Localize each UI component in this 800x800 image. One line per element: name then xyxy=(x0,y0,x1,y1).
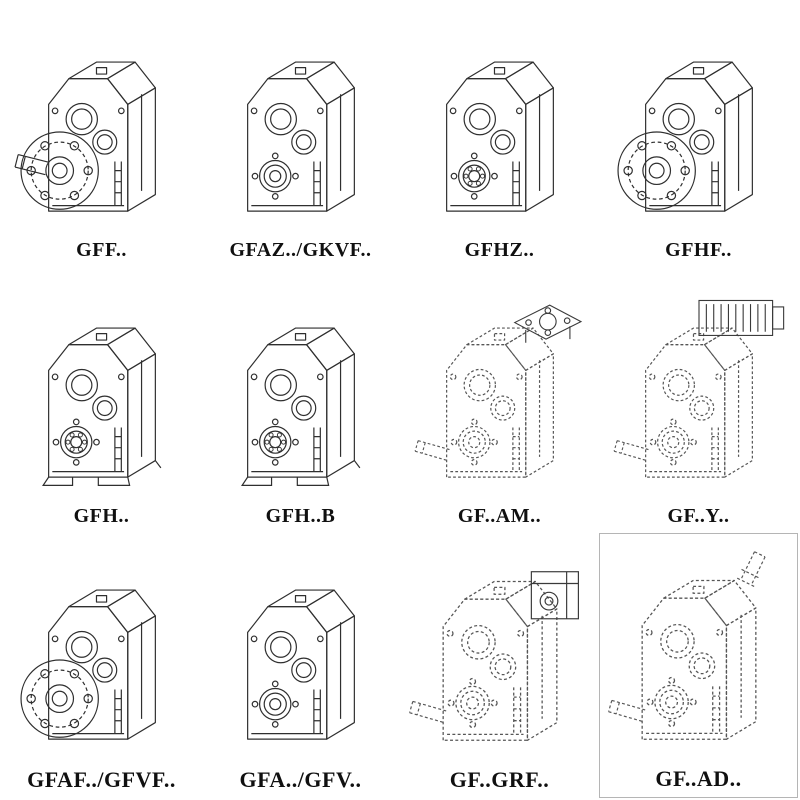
catalog-cell-gfhz: GFHZ.. xyxy=(400,2,599,267)
catalog-cell-gf-y: GF..Y.. xyxy=(599,267,798,532)
gearbox-drawing-hollow-shaft xyxy=(246,61,355,213)
catalog-cell-gff: GFF.. xyxy=(2,2,201,267)
gearbox-drawing-foot-mounted xyxy=(42,327,161,486)
catalog-cell-gf-grf: GF..GRF.. xyxy=(400,533,599,798)
catalog-cell-gfaf-gfvf: GFAF../GFVF.. xyxy=(2,533,201,798)
catalog-cell-gfaz-gkvf: GFAZ../GKVF.. xyxy=(201,2,400,267)
model-label: GFHZ.. xyxy=(464,239,535,262)
gearbox-drawing-hollow-shaft xyxy=(246,589,355,740)
gearbox-drawing-flange-shaft xyxy=(13,61,156,213)
model-label: GFHF.. xyxy=(665,239,732,262)
catalog-cell-gfhf: GFHF.. xyxy=(599,2,798,267)
model-label: GF..AM.. xyxy=(457,504,542,527)
catalog-cell-gfh: GFH.. xyxy=(2,267,201,532)
model-label: GFAF../GFVF.. xyxy=(27,767,176,792)
gearbox-drawing-foot-mounted-b xyxy=(241,327,360,486)
model-label: GFH..B xyxy=(265,504,336,527)
catalog-cell-gfa-gfv: GFA../GFV.. xyxy=(201,533,400,798)
gearbox-drawing-motor-mounted xyxy=(613,299,784,478)
gearbox-drawing-top-shaft-adapter xyxy=(607,549,769,740)
model-label: GF..AD.. xyxy=(655,766,742,791)
catalog-cell-gfh-b: GFH..B xyxy=(201,267,400,532)
model-label: GF..Y.. xyxy=(667,504,730,527)
model-label: GFAZ../GKVF.. xyxy=(229,239,372,262)
model-label: GFF.. xyxy=(76,239,127,262)
catalog-cell-gf-ad: GF..AD.. xyxy=(599,532,798,798)
catalog-cell-gf-am: GF..AM.. xyxy=(400,267,599,532)
gearbox-drawing-flange-hollow xyxy=(616,61,753,213)
model-label: GF..GRF.. xyxy=(449,767,550,792)
gearbox-drawing-top-flange-adapter xyxy=(414,304,582,478)
gearbox-drawing-flange-hollow xyxy=(19,589,156,740)
model-label: GFA../GFV.. xyxy=(239,767,362,792)
gearbox-drawing-input-adapter xyxy=(408,571,579,741)
model-label: GFH.. xyxy=(73,504,130,527)
gearbox-drawing-hollow-shaft xyxy=(445,61,554,213)
